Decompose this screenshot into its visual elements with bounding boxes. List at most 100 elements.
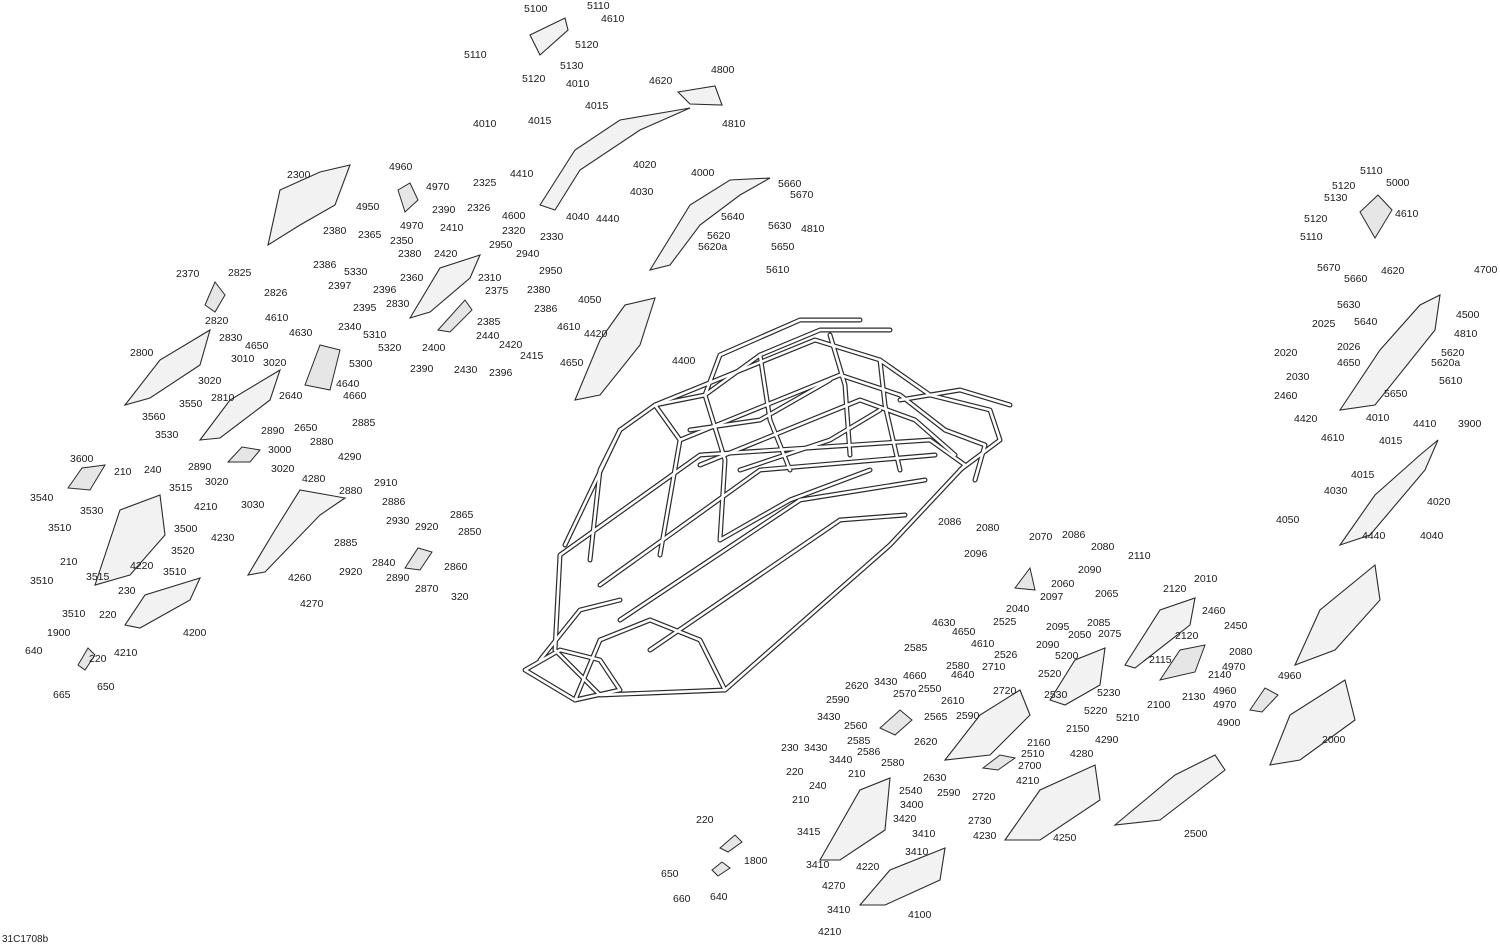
callout: 4810 [1454,328,1478,340]
callout: 1900 [47,627,71,639]
callout: 2840 [372,557,396,569]
callout: 2096 [964,548,988,560]
callout: 230 [118,585,136,597]
callout: 3030 [241,499,265,511]
callout: 4640 [951,669,975,681]
callout: 2560 [844,720,868,732]
callout: 2885 [352,417,376,429]
callout: 4400 [672,355,696,367]
callout: 5100 [524,3,548,15]
callout: 2080 [1229,646,1253,658]
callout: 2380 [323,225,347,237]
callout: 3430 [817,711,841,723]
callout: 5610 [1439,375,1463,387]
callout: 5320 [378,342,402,354]
callout: 2950 [489,239,513,251]
callout: 2720 [972,791,996,803]
callout: 5610 [766,264,790,276]
callout: 2390 [432,204,456,216]
callout: 2030 [1286,371,1310,383]
callout: 2890 [261,425,285,437]
callout: 4410 [510,168,534,180]
callout: 3600 [70,453,94,465]
callout: 3510 [30,575,54,587]
callout: 4970 [426,181,450,193]
callout: 4020 [633,159,657,171]
callout: 220 [786,766,804,778]
callout: 4230 [973,830,997,842]
callout: 2086 [1062,529,1086,541]
callout: 3530 [155,429,179,441]
callout: 4610 [265,312,289,324]
callout: 4250 [1053,832,1077,844]
callout: 5670 [1317,262,1341,274]
callout: 2910 [374,477,398,489]
callout: 2380 [527,284,551,296]
callout: 5640 [721,211,745,223]
callout: 2440 [476,330,500,342]
callout: 2090 [1078,564,1102,576]
callout: 4030 [1324,485,1348,497]
callout: 5120 [575,39,599,51]
callout: 4620 [1381,265,1405,277]
callout: 2360 [400,272,424,284]
callout: 2396 [373,284,397,296]
callout: 2450 [1224,620,1248,632]
callout: 2886 [382,496,406,508]
callout: 2586 [857,746,881,758]
callout: 2097 [1040,591,1064,603]
callout: 2120 [1175,630,1199,642]
callout: 4610 [557,321,581,333]
callout: 2865 [450,509,474,521]
callout: 2880 [339,485,363,497]
callout: 2565 [924,711,948,723]
callout: 4210 [194,501,218,513]
callout: 4950 [356,201,380,213]
callout: 210 [60,556,78,568]
callout: 4960 [1278,670,1302,682]
callout: 2830 [386,298,410,310]
callout: 2540 [899,785,923,797]
callout: 4040 [566,211,590,223]
callout: 2590 [937,787,961,799]
callout: 4650 [1337,357,1361,369]
callout: 240 [809,780,827,792]
callout: 2590 [826,694,850,706]
callout: 5110 [464,49,487,61]
callout: 4610 [971,638,995,650]
callout: 4970 [400,220,424,232]
callout: 3440 [829,754,853,766]
callout: 4015 [528,115,552,127]
callout: 3020 [271,463,295,475]
callout: 4650 [952,626,976,638]
callout: 4900 [1217,717,1241,729]
callout: 3510 [62,608,86,620]
callout: 2386 [534,303,558,315]
callout: 3515 [86,571,110,583]
callout: 4440 [1362,530,1386,542]
callout: 2950 [539,265,563,277]
callout: 4810 [801,223,825,235]
callout: 2050 [1068,629,1092,641]
callout: 4290 [1095,734,1119,746]
callout: 2075 [1098,628,1122,640]
callout: 5110 [1360,165,1383,177]
callout: 5620a [1431,357,1460,369]
callout: 3020 [205,476,229,488]
callout: 2630 [923,772,947,784]
callout: 2020 [1274,347,1298,359]
callout: 4270 [822,880,846,892]
callout: 5120 [1332,180,1356,192]
callout: 3560 [142,411,166,423]
callout: 5620 [707,230,731,242]
callout: 5000 [1386,177,1410,189]
callout: 2320 [502,225,526,237]
callout: 5670 [790,189,814,201]
callout: 1800 [744,855,768,867]
callout: 2095 [1046,621,1070,633]
callout: 5220 [1084,705,1108,717]
callout: 4010 [1366,412,1390,424]
callout: 4280 [302,473,326,485]
callout: 2060 [1051,578,1075,590]
